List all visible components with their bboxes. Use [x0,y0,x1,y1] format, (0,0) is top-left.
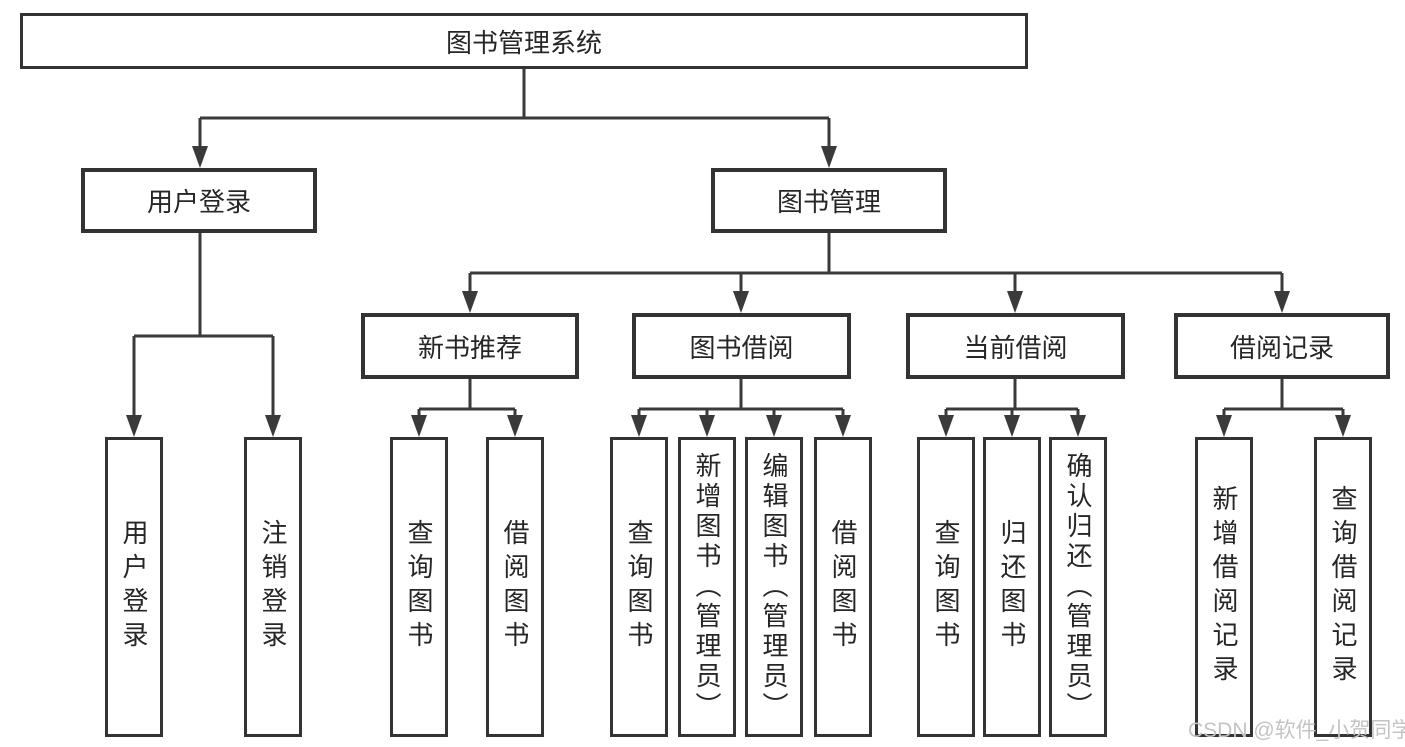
node-current-borrow: 当前借阅 [906,313,1125,379]
arrowheads [126,146,1351,437]
node-label: 当前借阅 [963,332,1068,363]
leaf-borrow-query-books: 查询图书 [610,437,668,737]
node-label: 查询图书 [404,519,434,655]
node-label: 用户登录 [146,187,251,217]
tree-edges [132,69,1345,419]
node-root-system: 图书管理系统 [20,13,1028,69]
node-label: 查询借阅记录 [1328,485,1358,689]
node-label: 借阅图书 [500,519,530,655]
leaf-borrow-borrow-books: 借阅图书 [814,437,872,737]
node-label: 查询图书 [624,519,654,655]
node-label: 用户登录 [119,519,149,655]
node-label: 新书推荐 [417,332,522,363]
node-label: 图书管理 [776,187,881,217]
leaf-current-confirm-return-admin: 确认归还（管理员） [1049,437,1107,737]
node-label: 确认归还（管理员） [1063,452,1093,722]
leaf-borrow-edit-books-admin: 编辑图书（管理员） [745,437,803,737]
leaf-current-return-books: 归还图书 [983,437,1041,737]
leaf-user-login: 用户登录 [105,437,163,737]
leaf-newrec-borrow-books: 借阅图书 [486,437,544,737]
node-label: 借阅记录 [1229,332,1334,363]
leaf-records-query-record: 查询借阅记录 [1314,437,1372,737]
node-new-book-recommend: 新书推荐 [361,313,579,379]
node-label: 注销登录 [258,519,288,655]
node-label: 借阅图书 [828,519,858,655]
node-label: 图书管理系统 [445,27,602,58]
leaf-records-add-record: 新增借阅记录 [1195,437,1253,737]
leaf-borrow-add-books-admin: 新增图书（管理员） [678,437,736,737]
node-borrow-records: 借阅记录 [1174,313,1390,379]
node-label: 查询图书 [931,519,961,655]
node-user-login: 用户登录 [81,168,317,233]
leaf-newrec-query-books: 查询图书 [390,437,448,737]
node-label: 归还图书 [997,519,1027,655]
node-book-borrow: 图书借阅 [632,313,851,379]
node-book-management: 图书管理 [711,168,947,233]
node-label: 新增借阅记录 [1209,485,1239,689]
leaf-logout: 注销登录 [244,437,302,737]
leaf-current-query-books: 查询图书 [917,437,975,737]
node-label: 编辑图书（管理员） [759,452,789,722]
node-label: 图书借阅 [689,332,794,363]
node-label: 新增图书（管理员） [692,452,722,722]
